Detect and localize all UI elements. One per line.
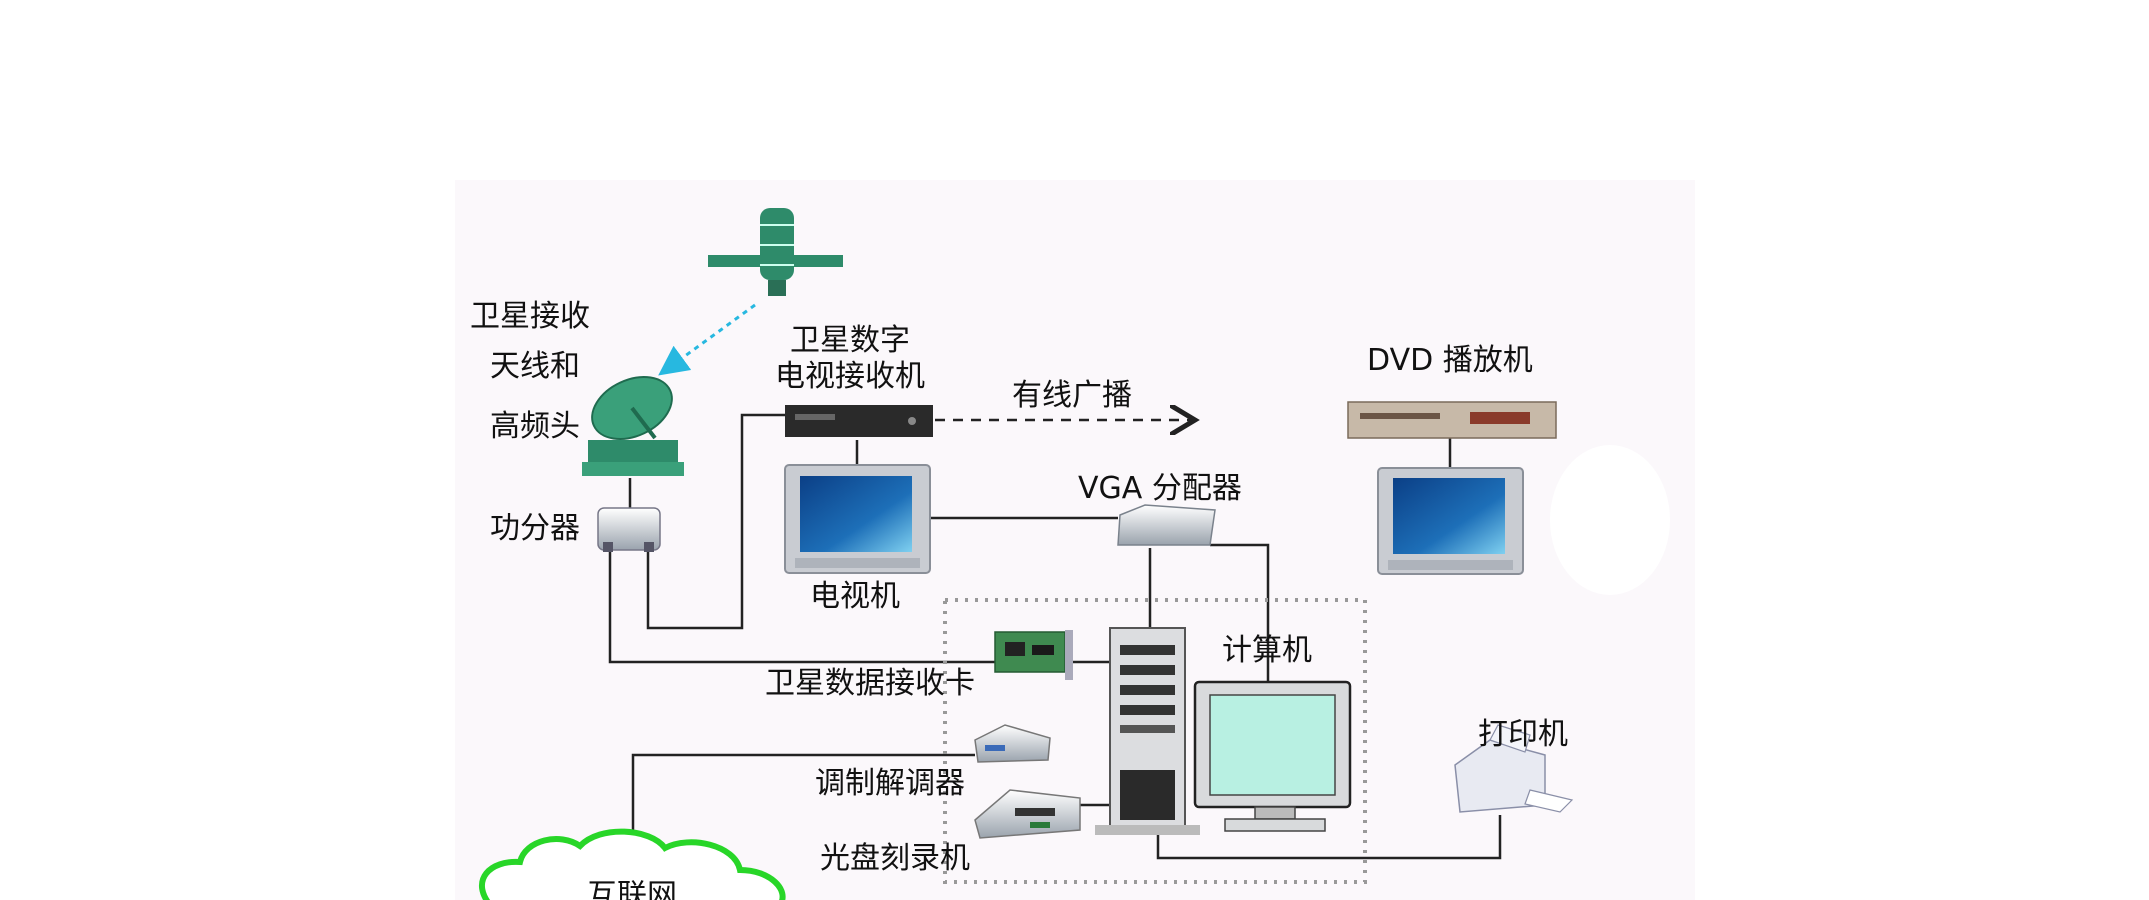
computer-label: 计算机 [1222, 633, 1312, 668]
tv-icon [784, 464, 931, 574]
printer-label: 打印机 [1478, 717, 1568, 752]
modem-label: 调制解调器 [815, 766, 965, 801]
modem-icon [974, 724, 1051, 763]
receiver-label-line1: 卫星数字 [790, 323, 910, 358]
cable-broadcast-label: 有线广播 [1012, 378, 1132, 413]
antenna-label-line2: 天线和 [490, 349, 580, 384]
dvd-tv-icon [1377, 467, 1524, 575]
internet-cloud [479, 828, 786, 900]
vga-splitter-icon [1117, 504, 1216, 546]
vga-splitter-label: VGA 分配器 [1078, 471, 1242, 506]
satellite-beam [658, 303, 756, 376]
satellite-receiver-icon [785, 405, 933, 437]
monitor-icon [1193, 680, 1352, 832]
internet-label: 互联网 [587, 878, 677, 900]
antenna-label-line3: 高频头 [490, 409, 580, 444]
antenna-label-line1: 卫星接收 [470, 299, 590, 334]
satellite-dish-icon [582, 376, 684, 476]
dvd-player-icon [1347, 401, 1557, 439]
receiver-label-line2: 电视接收机 [775, 359, 925, 394]
computer-tower-icon [1095, 627, 1200, 835]
satellite-icon [708, 208, 843, 296]
printer-icon [1454, 724, 1574, 813]
computer-group-box [943, 598, 1367, 884]
tv-label: 电视机 [810, 579, 900, 614]
optical-burner-icon [974, 789, 1081, 839]
labels: 卫星接收 天线和 高频头 卫星数字 电视接收机 有线广播 DVD 播放机 VGA… [470, 299, 1568, 900]
burner-label: 光盘刻录机 [820, 841, 970, 876]
data-card-icon [994, 630, 1073, 680]
dvd-label: DVD 播放机 [1367, 343, 1533, 378]
power-splitter-icon [597, 507, 661, 552]
data-card-label: 卫星数据接收卡 [765, 666, 975, 701]
power-splitter-label: 功分器 [490, 511, 580, 546]
highlight-blob [1550, 445, 1670, 595]
